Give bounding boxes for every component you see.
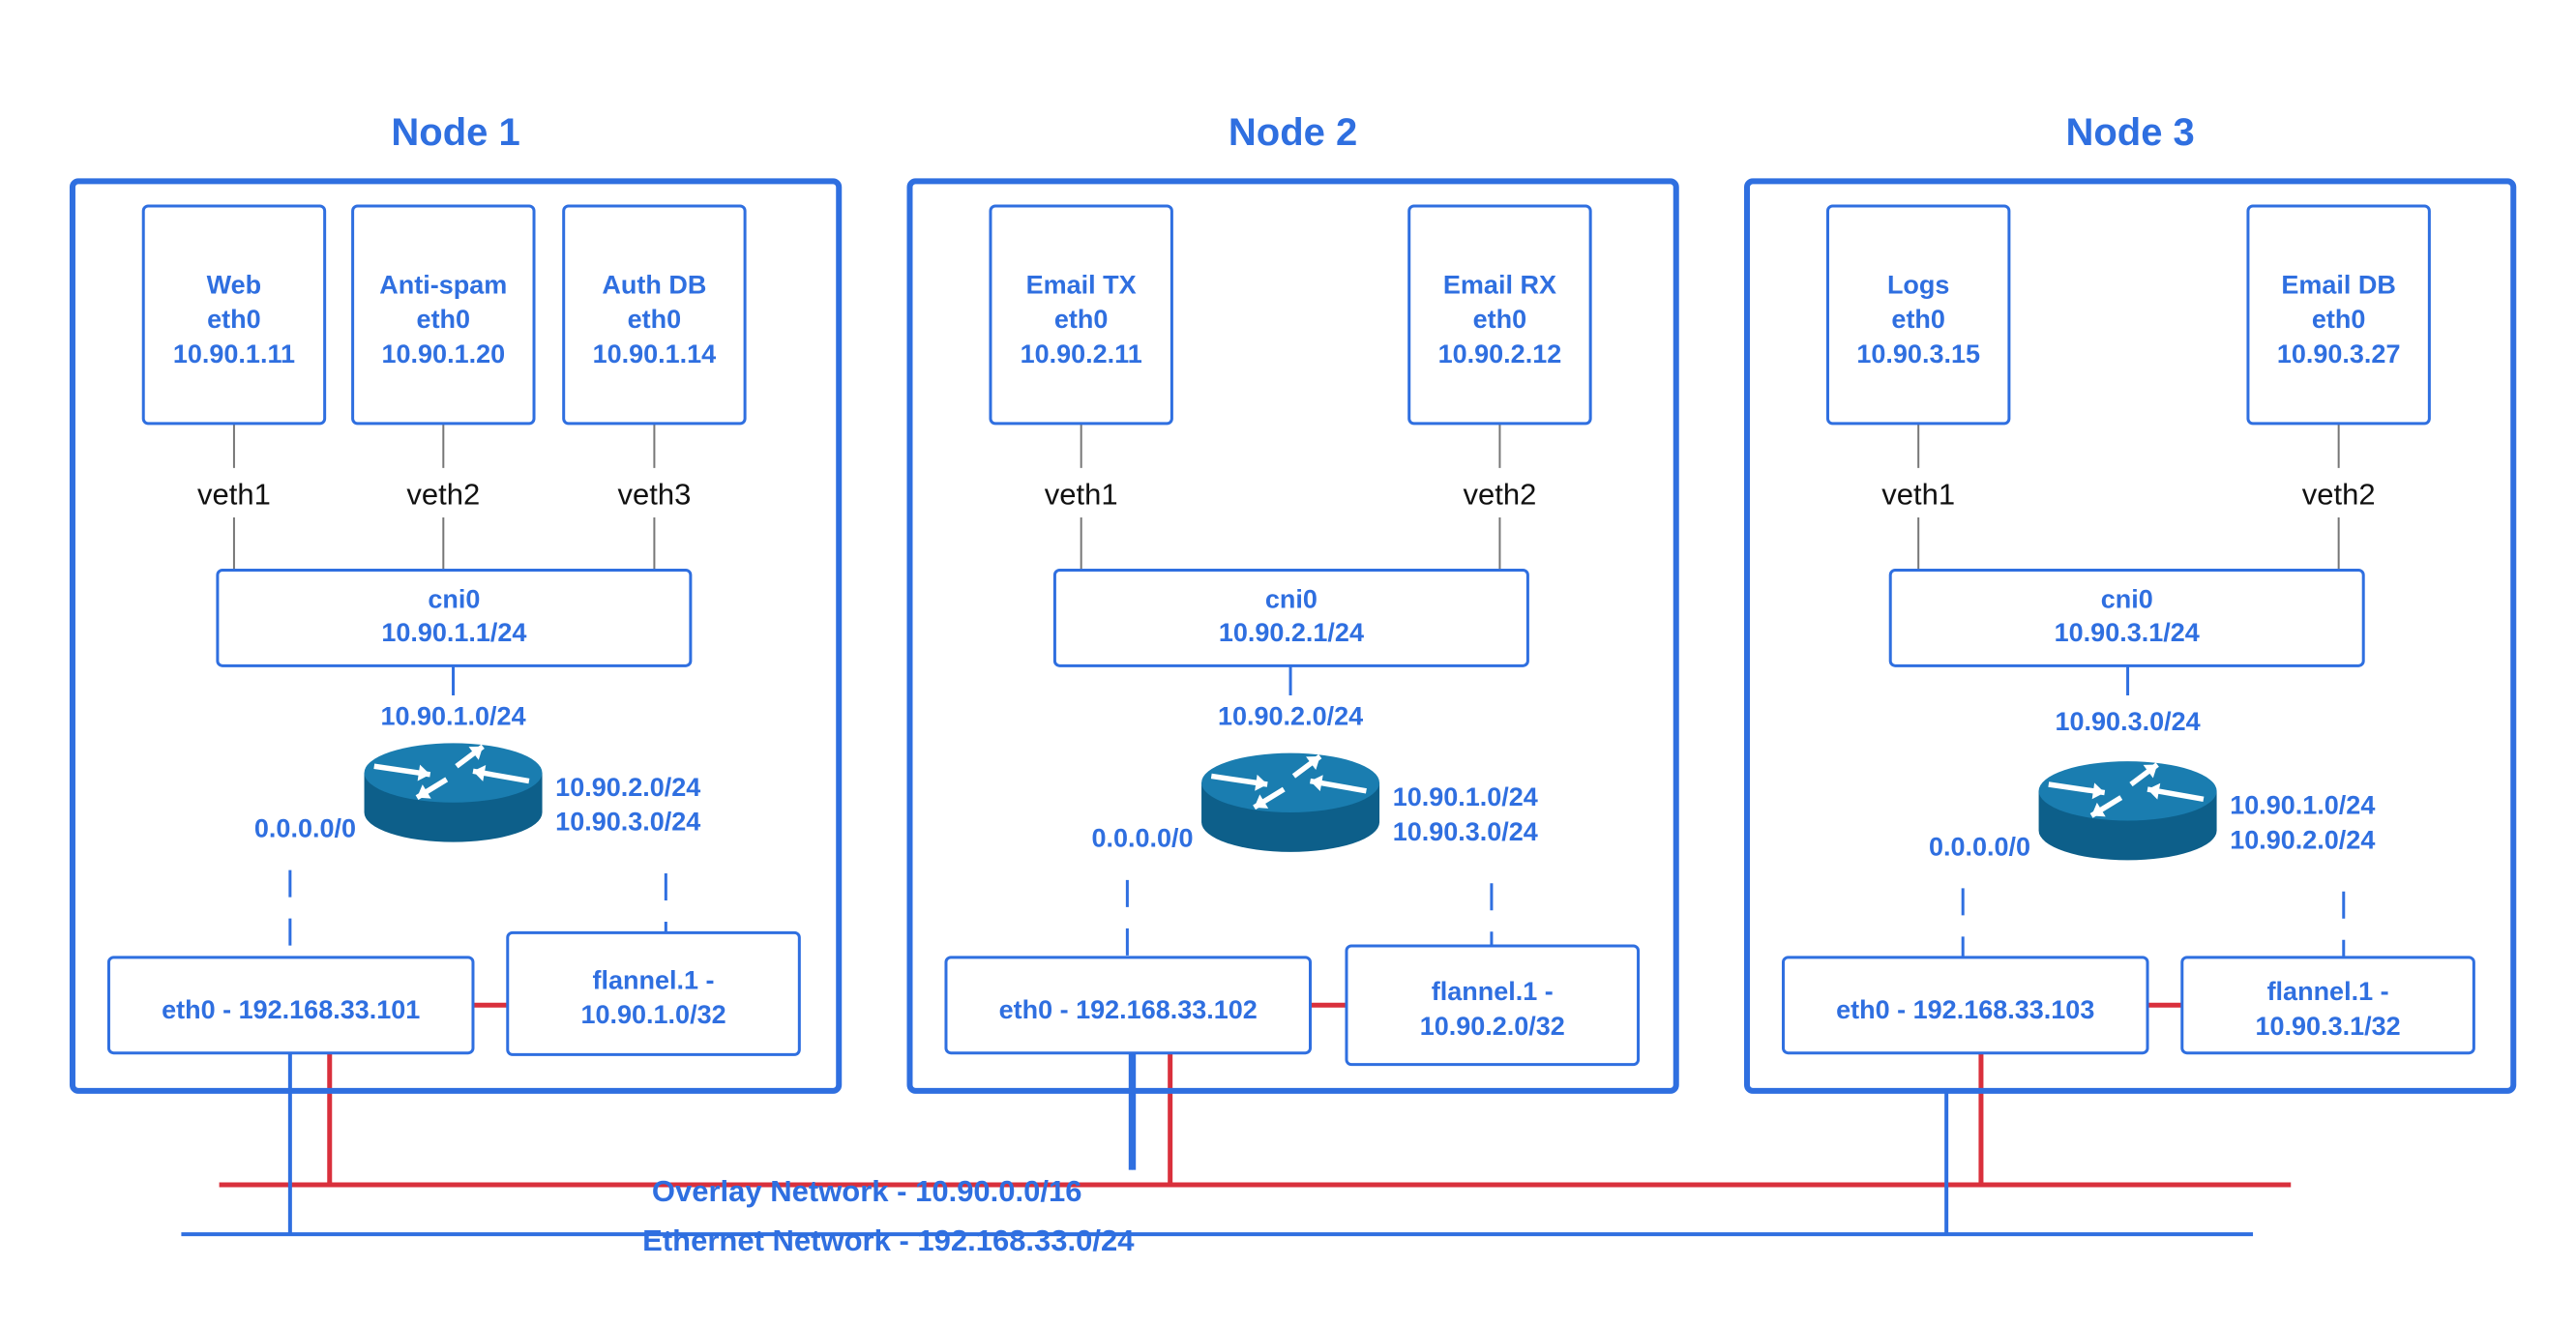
router-arrowhead — [1310, 775, 1323, 792]
pod-label: eth0 — [1891, 305, 1945, 334]
route-local: 10.90.2.0/24 — [1218, 702, 1363, 731]
router-arrowhead — [417, 784, 431, 799]
route-remote: 10.90.2.0/24 — [555, 773, 700, 802]
pod-label: 10.90.2.11 — [1021, 339, 1142, 368]
eth0-interface — [1781, 956, 2149, 1055]
router-icon — [2038, 761, 2217, 861]
cni-name: cni0 — [2101, 585, 2153, 614]
router-arrowhead — [468, 746, 484, 760]
router-top — [1201, 752, 1380, 812]
cni-subnet: 10.90.3.1/24 — [2055, 618, 2200, 647]
router-arrowhead — [472, 765, 487, 781]
eth0-label: eth0 - 192.168.33.101 — [162, 995, 420, 1024]
node-2: Node 2 veth1 Email TX eth0 10.90.2.11 veth2 Em… — [906, 111, 1679, 1094]
eth0-interface — [106, 956, 475, 1055]
eth0-label: eth0 - 192.168.33.102 — [999, 995, 1258, 1024]
route-default: 0.0.0.0/0 — [1091, 824, 1193, 853]
flannel-interface — [1345, 944, 1641, 1067]
veth-label: veth2 — [1464, 477, 1537, 511]
node-title: Node 3 — [2065, 111, 2194, 154]
router-top — [364, 743, 543, 803]
flannel-address: 10.90.1.0/32 — [580, 1000, 725, 1029]
ethernet-network-label: Ethernet Network - 192.168.33.0/24 — [642, 1223, 1135, 1257]
pod-box — [1407, 204, 1592, 426]
veth-label: veth1 — [1881, 477, 1955, 511]
node-title: Node 2 — [1229, 111, 1357, 154]
pod-label: 10.90.3.15 — [1856, 339, 1980, 368]
pod-label: 10.90.2.12 — [1438, 339, 1562, 368]
pod-label: Anti-spam — [379, 270, 507, 299]
node-frame — [906, 178, 1679, 1094]
pod-label: Logs — [1887, 270, 1950, 299]
router-arrowhead — [2091, 782, 2105, 800]
veth-label: veth2 — [2302, 477, 2376, 511]
cni-name: cni0 — [1265, 585, 1318, 614]
overlay-network-label: Overlay Network - 10.90.0.0/16 — [652, 1174, 1082, 1208]
pod-label: eth0 — [2312, 305, 2366, 334]
pod-label: eth0 — [1054, 305, 1109, 334]
pod-label: eth0 — [628, 305, 682, 334]
router-arrowhead — [417, 764, 430, 781]
eth0-interface — [944, 956, 1313, 1055]
pod-box — [2246, 204, 2431, 426]
route-local: 10.90.3.0/24 — [2056, 707, 2201, 736]
pod-box — [1825, 204, 2011, 426]
route-remote: 10.90.3.0/24 — [1393, 817, 1538, 846]
flannel-address: 10.90.3.1/32 — [2256, 1012, 2401, 1041]
veth-label: veth3 — [617, 477, 691, 511]
node-title: Node 1 — [391, 111, 519, 154]
pod-label: 10.90.1.11 — [173, 339, 295, 368]
pod-box — [989, 204, 1173, 426]
route-remote: 10.90.1.0/24 — [1393, 782, 1538, 811]
pod-label: Email TX — [1026, 270, 1137, 299]
router-arrowhead — [2091, 802, 2106, 817]
route-remote: 10.90.3.0/24 — [555, 808, 700, 837]
flannel-interface — [506, 930, 801, 1056]
router-arrowhead — [1254, 794, 1269, 809]
node-frame — [1744, 178, 2517, 1094]
router-arrowhead — [1306, 756, 1320, 771]
pod-label: eth0 — [1473, 305, 1527, 334]
flannel-interface — [2180, 956, 2475, 1055]
pod-label: Email RX — [1443, 270, 1556, 299]
pod-label: 10.90.1.14 — [593, 339, 717, 368]
router-arrowhead — [1255, 774, 1268, 791]
router-icon — [364, 743, 543, 842]
pod-box — [562, 204, 747, 426]
eth0-label: eth0 - 192.168.33.103 — [1836, 995, 2094, 1024]
pod-label: Auth DB — [602, 270, 706, 299]
node-frame — [69, 178, 843, 1094]
pod-label: Web — [207, 270, 262, 299]
node-1: Node 1 veth1 Web eth0 10.90.1.11 veth2 Anti-sp… — [69, 111, 843, 1094]
cni-subnet: 10.90.1.1/24 — [381, 618, 526, 647]
flannel-address: 10.90.2.0/32 — [1420, 1012, 1565, 1041]
pod-label: Email DB — [2281, 270, 2396, 299]
router-arrowhead — [2143, 764, 2158, 779]
flannel-name: flannel.1 - — [593, 965, 715, 994]
router-arrowhead — [2147, 782, 2161, 800]
cni-name: cni0 — [428, 585, 480, 614]
node-3: Node 3 veth1 Logs eth0 10.90.3.15 veth2 Email … — [1744, 111, 2517, 1094]
router-top — [2038, 761, 2217, 821]
flannel-name: flannel.1 - — [1432, 977, 1554, 1006]
flannel-name: flannel.1 - — [2267, 977, 2389, 1006]
cni-subnet: 10.90.2.1/24 — [1219, 618, 1364, 647]
veth-label: veth2 — [406, 477, 480, 511]
route-local: 10.90.1.0/24 — [380, 702, 525, 731]
pod-label: 10.90.3.27 — [2277, 339, 2401, 368]
pod-box — [141, 204, 327, 426]
pod-label: eth0 — [417, 305, 471, 334]
route-default: 0.0.0.0/0 — [254, 814, 356, 843]
veth-label: veth1 — [1045, 477, 1118, 511]
route-remote: 10.90.1.0/24 — [2230, 791, 2375, 820]
route-remote: 10.90.2.0/24 — [2230, 825, 2375, 854]
veth-label: veth1 — [197, 477, 271, 511]
pod-label: 10.90.1.20 — [382, 339, 506, 368]
router-icon — [1201, 752, 1380, 852]
pod-box — [351, 204, 536, 426]
pod-label: eth0 — [207, 305, 261, 334]
route-default: 0.0.0.0/0 — [1929, 832, 2030, 861]
